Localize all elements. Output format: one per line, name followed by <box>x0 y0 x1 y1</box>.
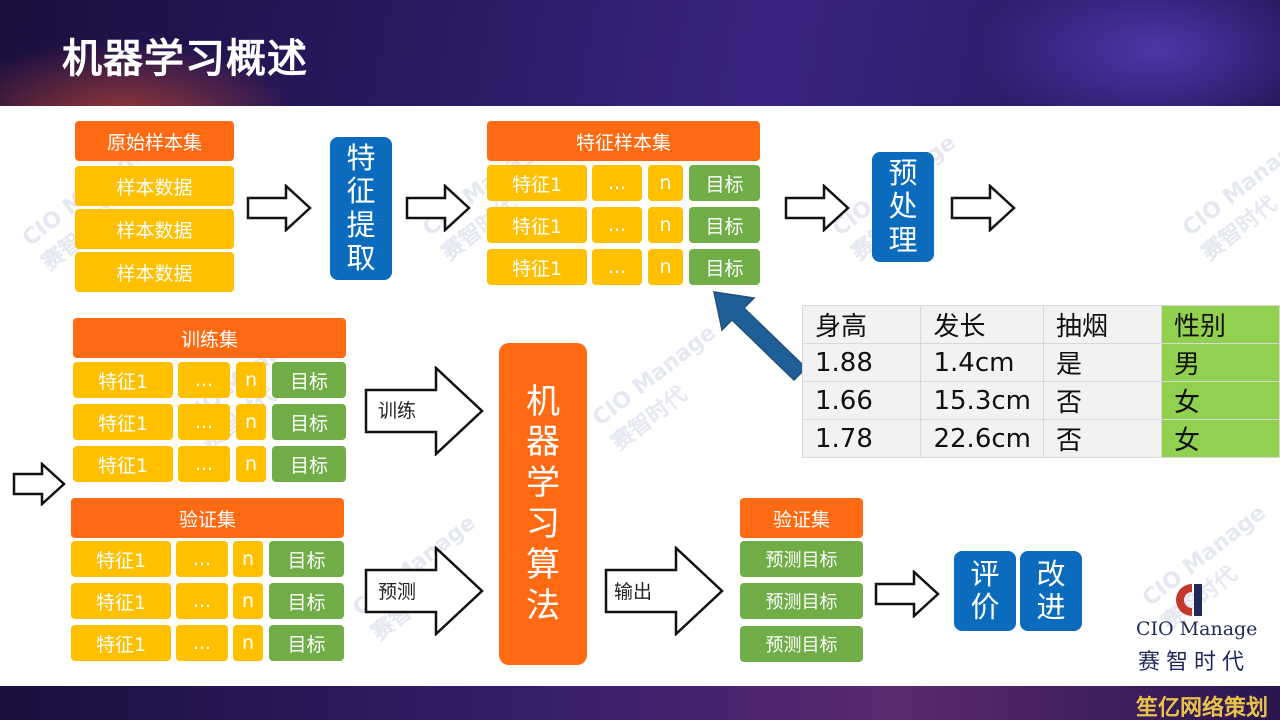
feature-cell: n <box>236 362 266 398</box>
flow-arrow <box>246 184 312 232</box>
output-arrow-label: 输出 <box>614 581 653 603</box>
target-cell: 目标 <box>689 165 760 201</box>
flow-arrow <box>874 570 940 618</box>
table-header-cell: 抽烟 <box>1042 305 1162 344</box>
feature-cell: 特征1 <box>71 583 171 619</box>
target-cell: 目标 <box>272 446 346 482</box>
table-cell: 1.88 <box>801 343 922 382</box>
prediction-cell: 预测目标 <box>740 583 863 619</box>
logo-mark-icon <box>1176 584 1202 616</box>
footer-banner: 笙亿网络策划 <box>0 686 1280 720</box>
feature-cell: ... <box>176 625 228 661</box>
target-cell: 目标 <box>272 404 346 440</box>
train-arrow-label: 训练 <box>378 400 417 422</box>
valid-set-header: 验证集 <box>71 498 344 538</box>
preprocess-box: 预处理 <box>872 152 934 262</box>
table-cell: 1.4cm <box>920 343 1044 382</box>
raw-sample-row: 样本数据 <box>75 209 234 249</box>
flow-arrow <box>405 184 471 232</box>
feature-cell: 特征1 <box>71 625 171 661</box>
table-cell: 1.66 <box>801 381 922 420</box>
page-title: 机器学习概述 <box>62 36 308 82</box>
feature-cell: 特征1 <box>73 446 173 482</box>
feature-cell: n <box>236 404 266 440</box>
table-row: 1.78 22.6cm 否 女 <box>801 419 1280 458</box>
output-arrow <box>604 546 724 636</box>
table-cell: 是 <box>1042 343 1162 382</box>
feature-cell: 特征1 <box>487 207 587 243</box>
train-arrow <box>364 366 484 456</box>
footer-tag: 笙亿网络策划 <box>1135 696 1268 720</box>
feature-cell: ... <box>176 583 228 619</box>
target-cell: 目标 <box>269 625 344 661</box>
flow-arrow <box>784 184 850 232</box>
table-cell: 否 <box>1042 381 1162 420</box>
feature-cell: 特征1 <box>487 249 587 285</box>
valid-output-header: 验证集 <box>740 498 863 538</box>
feature-cell: 特征1 <box>73 404 173 440</box>
table-header-cell: 发长 <box>920 305 1044 344</box>
target-cell: 目标 <box>272 362 346 398</box>
flow-arrow <box>12 462 66 506</box>
feature-cell: n <box>233 625 263 661</box>
feature-cell: ... <box>592 207 642 243</box>
evaluate-box: 评价 <box>954 551 1016 631</box>
table-cell: 22.6cm <box>920 419 1044 458</box>
target-cell: 目标 <box>269 583 344 619</box>
table-cell: 1.78 <box>801 419 922 458</box>
header-glow-right <box>980 0 1280 106</box>
table-header-cell: 身高 <box>801 305 922 344</box>
prediction-cell: 预测目标 <box>740 541 863 577</box>
flow-arrow <box>950 184 1016 232</box>
feature-cell: n <box>233 583 263 619</box>
logo-text-cn: 赛智时代 <box>1138 650 1251 675</box>
mapping-arrow <box>713 291 808 382</box>
header-banner: 机器学习概述 <box>0 0 1280 106</box>
feature-cell: 特征1 <box>71 541 171 577</box>
feature-extraction-box: 特征提取 <box>330 137 392 280</box>
feature-cell: 特征1 <box>73 362 173 398</box>
feature-cell: ... <box>178 362 230 398</box>
table-header-row: 身高 发长 抽烟 性别 <box>801 305 1280 344</box>
feature-cell: n <box>233 541 263 577</box>
table-cell: 15.3cm <box>920 381 1044 420</box>
feature-cell: ... <box>178 446 230 482</box>
feature-cell: n <box>648 165 683 201</box>
logo-text: CIO Manage <box>1136 618 1258 640</box>
target-cell: 目标 <box>689 207 760 243</box>
target-cell: 目标 <box>689 249 760 285</box>
feature-cell: n <box>648 249 683 285</box>
predict-arrow-label: 预测 <box>378 581 417 603</box>
feature-cell: ... <box>176 541 228 577</box>
sample-data-table: 身高 发长 抽烟 性别 1.88 1.4cm 是 男 1.66 15.3cm 否… <box>801 305 1280 458</box>
feature-set-header: 特征样本集 <box>487 121 760 161</box>
raw-set-header: 原始样本集 <box>75 121 234 161</box>
predict-arrow <box>364 546 484 636</box>
table-cell: 女 <box>1160 381 1280 420</box>
feature-cell: ... <box>592 165 642 201</box>
raw-sample-row: 样本数据 <box>75 252 234 292</box>
ml-algorithm-box: 机器学习算法 <box>499 343 587 665</box>
feature-cell: ... <box>178 404 230 440</box>
table-cell: 女 <box>1160 419 1280 458</box>
table-row: 1.66 15.3cm 否 女 <box>801 381 1280 420</box>
table-cell: 男 <box>1160 343 1280 382</box>
feature-cell: n <box>648 207 683 243</box>
improve-box: 改进 <box>1020 551 1082 631</box>
table-header-cell: 性别 <box>1160 305 1280 344</box>
raw-sample-row: 样本数据 <box>75 166 234 206</box>
prediction-cell: 预测目标 <box>740 626 863 662</box>
target-cell: 目标 <box>269 541 344 577</box>
company-logo: CIO Manage 赛智时代 <box>1136 580 1276 676</box>
table-row: 1.88 1.4cm 是 男 <box>801 343 1280 382</box>
table-cell: 否 <box>1042 419 1162 458</box>
feature-cell: ... <box>592 249 642 285</box>
train-set-header: 训练集 <box>73 318 346 358</box>
feature-cell: n <box>236 446 266 482</box>
feature-cell: 特征1 <box>487 165 587 201</box>
